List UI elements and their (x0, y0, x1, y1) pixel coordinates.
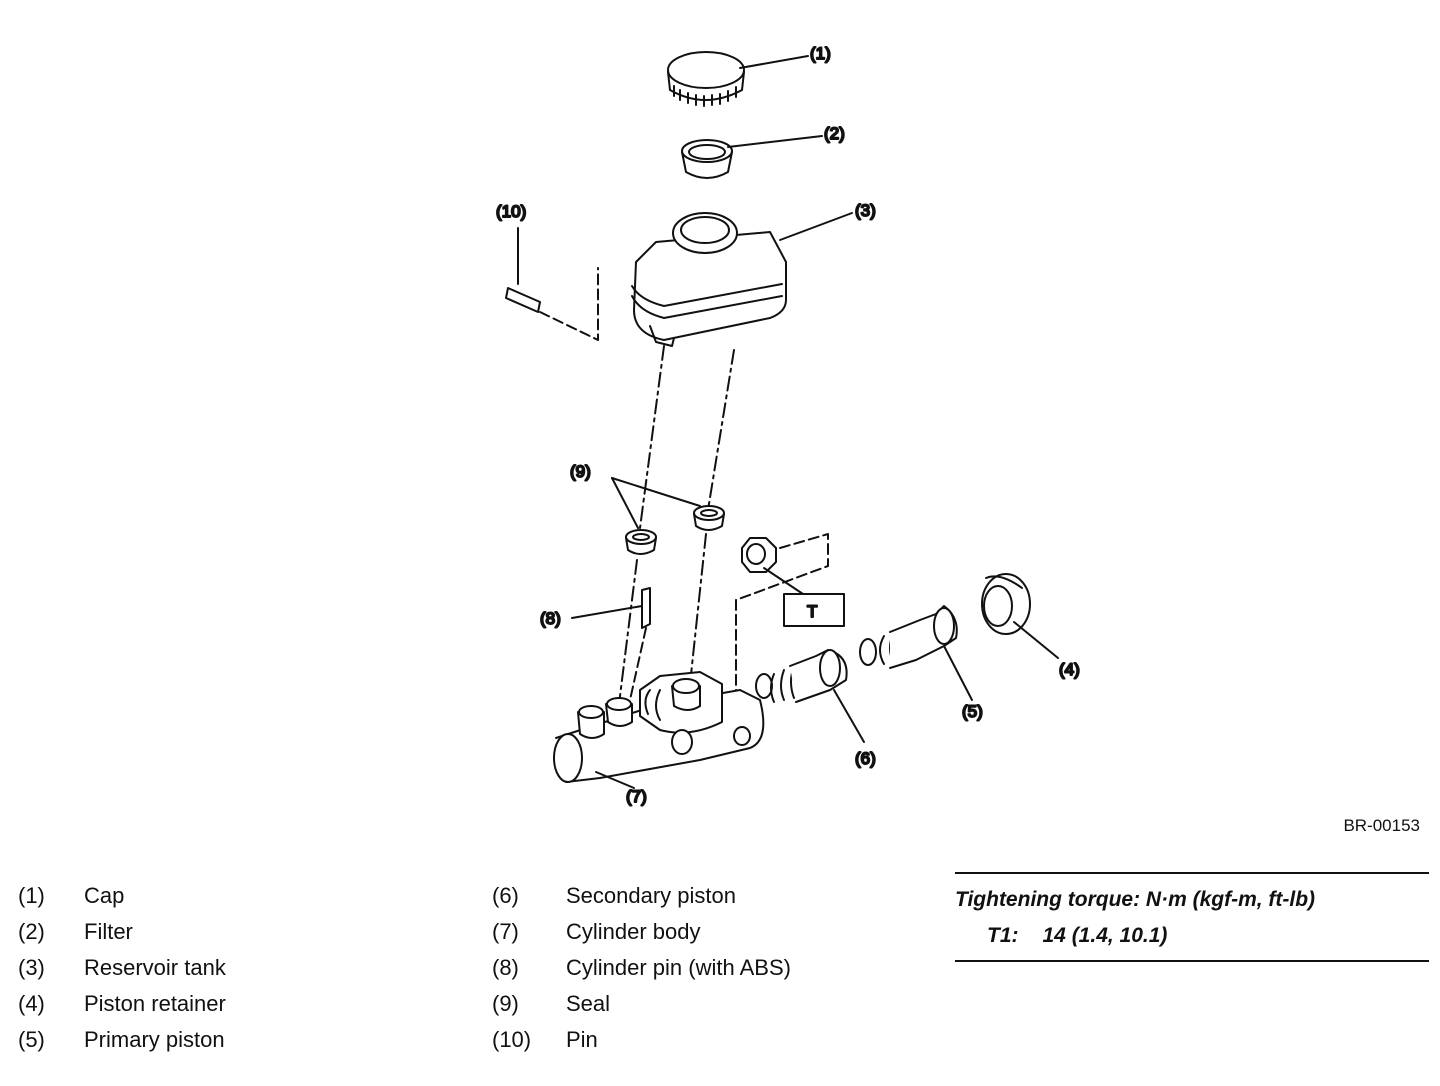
legend-number: (2) (18, 919, 45, 944)
legend-number: (10) (492, 1027, 532, 1052)
legend-label: Pin (566, 1027, 598, 1052)
pin-part (505, 227, 599, 341)
primary-piston-part (859, 605, 973, 701)
torque-marker-label: T (807, 602, 817, 621)
legend-label: Secondary piston (566, 883, 736, 908)
legend-label: Reservoir tank (84, 955, 226, 980)
torque-spec-row: T1: 14 (1.4, 10.1) (955, 918, 1429, 954)
callout-5: (5) (962, 702, 983, 721)
callout-9: (9) (570, 462, 591, 481)
piston-retainer-part (981, 573, 1059, 659)
legend-item: (1) Cap (18, 878, 226, 914)
torque-heading: Tightening torque: N·m (kgf-m, ft-lb) (955, 888, 1316, 911)
assembly-line-seal-right (689, 533, 707, 685)
legend-label: Cylinder body (566, 919, 701, 944)
master-cylinder-exploded-diagram: (1) (2) (3) (10) (9) (495, 43, 1081, 807)
cylinder-pin-part (571, 587, 651, 701)
assembly-line-seal-left (617, 559, 638, 713)
torque-spec-label: T1: (987, 924, 1019, 947)
torque-marker-box (783, 593, 845, 627)
parts-legend-right: (6) Secondary piston (7) Cylinder body (8)… (492, 878, 791, 1058)
legend-item: (6) Secondary piston (492, 878, 791, 914)
legend-item: (3) Reservoir tank (18, 950, 226, 986)
legend-number: (5) (18, 1027, 45, 1052)
legend-label: Piston retainer (84, 991, 226, 1016)
figure-id: BR-00153 (1343, 816, 1420, 835)
seal-parts (611, 477, 725, 555)
legend-item: (7) Cylinder body (492, 914, 791, 950)
legend-item: (5) Primary piston (18, 1022, 226, 1058)
callout-10: (10) (496, 202, 526, 221)
callout-6: (6) (855, 749, 876, 768)
legend-item: (4) Piston retainer (18, 986, 226, 1022)
callout-8: (8) (540, 609, 561, 628)
legend-label: Seal (566, 991, 611, 1016)
callout-4: (4) (1059, 660, 1080, 679)
legend-label: Cap (84, 883, 125, 908)
secondary-piston-part (755, 649, 865, 743)
callout-1: (1) (810, 44, 831, 63)
legend-item: (9) Seal (492, 986, 791, 1022)
legend-label: Filter (84, 919, 133, 944)
assembly-line-right (707, 349, 735, 511)
assembly-line-left (639, 345, 665, 529)
filter-part (681, 135, 823, 179)
legend-number: (4) (18, 991, 45, 1016)
legend-label: Primary piston (84, 1027, 225, 1052)
legend-item: (8) Cylinder pin (with ABS) (492, 950, 791, 986)
torque-spec-table: Tightening torque: N·m (kgf-m, ft-lb) T1… (955, 872, 1429, 962)
legend-item: (10) Pin (492, 1022, 791, 1058)
callout-7: (7) (626, 787, 647, 806)
parts-legend-left: (1) Cap (2) Filter (3) Reservoir tank (4) Pi… (18, 878, 226, 1058)
legend-number: (9) (492, 991, 519, 1016)
legend-number: (3) (18, 955, 45, 980)
legend-item: (2) Filter (18, 914, 226, 950)
cylinder-body-part (553, 671, 765, 789)
legend-number: (8) (492, 955, 519, 980)
reservoir-tank-part (631, 212, 853, 347)
legend-number: (1) (18, 883, 45, 908)
callout-3: (3) (855, 201, 876, 220)
legend-number: (6) (492, 883, 519, 908)
callout-2: (2) (824, 124, 845, 143)
nut-part (735, 533, 845, 691)
cap-part (667, 51, 809, 107)
legend-label: Cylinder pin (with ABS) (566, 955, 791, 980)
torque-spec-value: 14 (1.4, 10.1) (1042, 924, 1168, 947)
legend-number: (7) (492, 919, 519, 944)
